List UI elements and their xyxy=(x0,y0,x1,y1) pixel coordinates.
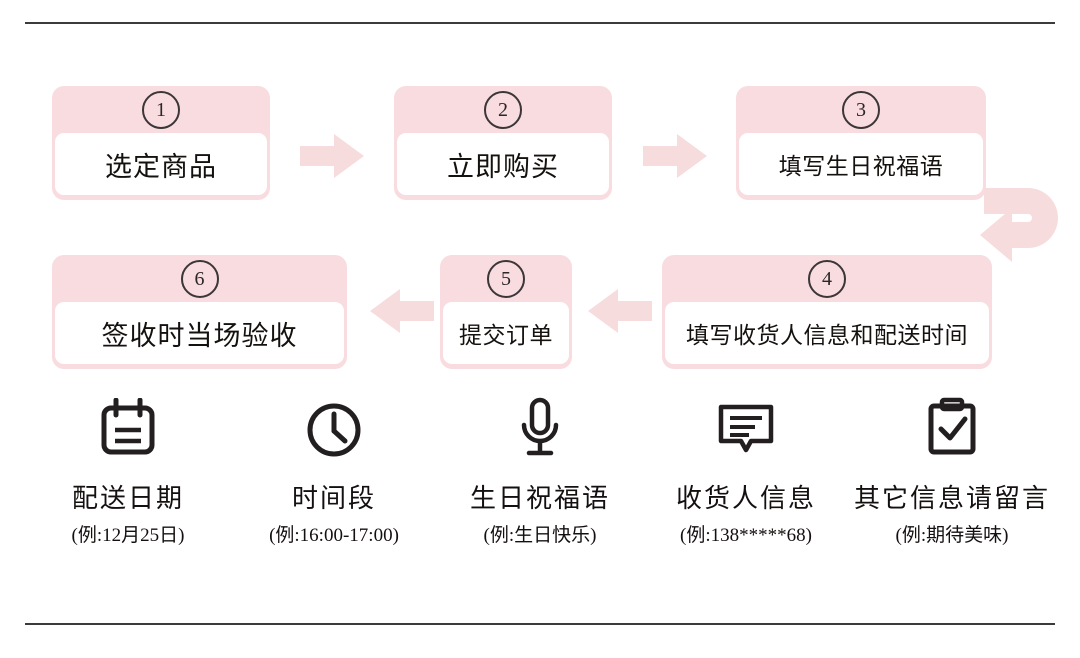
feature-delivery-date: 配送日期 (例:12月25日) xyxy=(25,396,231,547)
calendar-icon xyxy=(99,396,157,460)
message-note-icon xyxy=(715,396,777,460)
feature-example: (例:138*****68) xyxy=(680,525,812,546)
step-box-3[interactable]: 3 填写生日祝福语 xyxy=(736,86,986,200)
step-number-badge-6: 6 xyxy=(52,255,347,302)
feature-row: 配送日期 (例:12月25日) 时间段 (例:16:00-17:00) 生日祝福… xyxy=(25,396,1055,547)
arrow-step1-to-step2 xyxy=(300,133,364,179)
feature-title: 其它信息请留言 xyxy=(853,484,1050,513)
feature-birthday-message: 生日祝福语 (例:生日快乐) xyxy=(437,396,643,547)
step-label-6: 签收时当场验收 xyxy=(55,302,344,364)
feature-title: 时间段 xyxy=(291,484,376,513)
clock-icon xyxy=(304,396,364,460)
arrow-step2-to-step3 xyxy=(643,133,707,179)
step-number-1: 1 xyxy=(142,90,180,129)
feature-title: 配送日期 xyxy=(71,484,184,513)
step-number-6: 6 xyxy=(180,259,219,298)
step-label-5: 提交订单 xyxy=(443,302,569,364)
bottom-divider xyxy=(25,623,1055,625)
arrow-step4-to-step5 xyxy=(588,288,652,334)
feature-example: (例:12月25日) xyxy=(71,525,185,546)
feature-example: (例:期待美味) xyxy=(895,525,1009,546)
step-number-badge-5: 5 xyxy=(440,255,572,302)
step-label-3: 填写生日祝福语 xyxy=(739,133,983,195)
step-box-4[interactable]: 4 填写收货人信息和配送时间 xyxy=(662,255,992,369)
step-number-badge-3: 3 xyxy=(736,86,986,133)
feature-title: 生日祝福语 xyxy=(469,484,610,513)
step-label-2: 立即购买 xyxy=(397,133,609,195)
step-box-1[interactable]: 1 选定商品 xyxy=(52,86,270,200)
step-box-5[interactable]: 5 提交订单 xyxy=(440,255,572,369)
step-number-5: 5 xyxy=(487,259,525,298)
feature-other-notes: 其它信息请留言 (例:期待美味) xyxy=(849,396,1055,547)
clipboard-check-icon xyxy=(925,396,979,460)
feature-recipient-info: 收货人信息 (例:138*****68) xyxy=(643,396,849,547)
feature-time-slot: 时间段 (例:16:00-17:00) xyxy=(231,396,437,547)
step-number-2: 2 xyxy=(484,90,522,129)
arrow-step3-to-step4 xyxy=(978,186,1074,268)
step-number-badge-1: 1 xyxy=(52,86,270,133)
step-label-1: 选定商品 xyxy=(55,133,267,195)
feature-example: (例:生日快乐) xyxy=(483,525,597,546)
step-box-2[interactable]: 2 立即购买 xyxy=(394,86,612,200)
microphone-icon xyxy=(517,396,563,460)
arrow-step5-to-step6 xyxy=(370,288,434,334)
feature-example: (例:16:00-17:00) xyxy=(269,525,399,546)
top-divider xyxy=(25,22,1055,24)
step-number-badge-4: 4 xyxy=(662,255,992,302)
step-number-3: 3 xyxy=(842,90,880,129)
feature-title: 收货人信息 xyxy=(675,484,816,513)
step-box-6[interactable]: 6 签收时当场验收 xyxy=(52,255,347,369)
step-number-badge-2: 2 xyxy=(394,86,612,133)
step-label-4: 填写收货人信息和配送时间 xyxy=(665,302,989,364)
step-number-4: 4 xyxy=(808,259,846,298)
